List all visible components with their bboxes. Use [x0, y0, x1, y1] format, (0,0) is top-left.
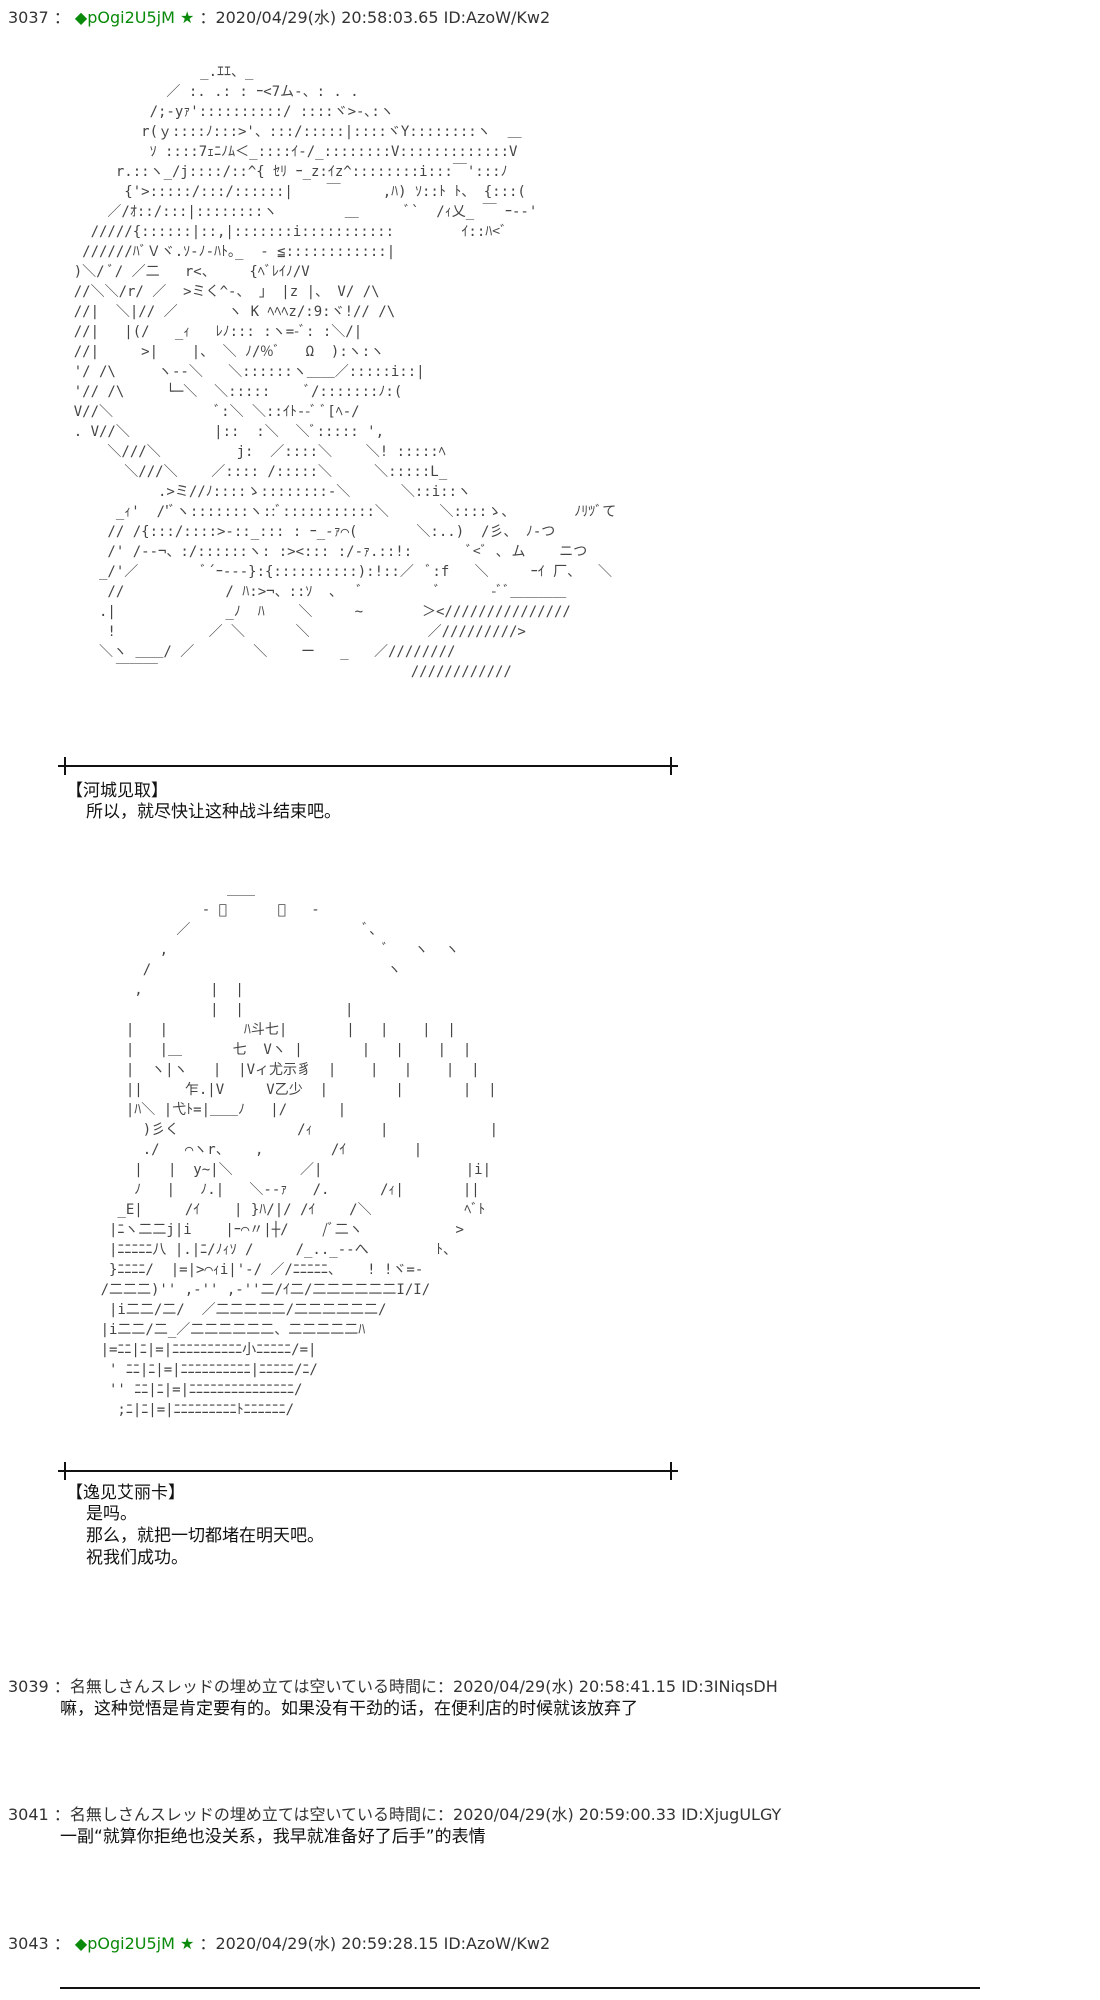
ascii-art-kawashiro: _.ｴｴ、_ ／ :. .: : ｰ<7ム-、: . . /;-yｧ':::::…: [73, 64, 617, 680]
scene-divider: [58, 757, 678, 775]
post-header-3043: 3043 ： ◆pOgi2U5jM ★ ：2020/04/29(水) 20:59…: [8, 1934, 550, 1954]
post-meta: ：名無しさんスレッドの埋め立ては空いている時間に：2020/04/29(水) 2…: [53, 1677, 778, 1696]
bottom-divider: [60, 1987, 980, 1989]
scene-divider: [58, 1462, 678, 1480]
speaker-name: 【河城见取】: [66, 781, 168, 801]
divider-cap-right: [670, 757, 672, 775]
post-number: 3039: [8, 1677, 49, 1696]
ascii-art-itsumi: ＿＿ - ﾞ ﾞ - ／ ﾞ、 , ﾞ ヽ ヽ / ヽ , | |: [100, 882, 499, 1418]
post-number: 3041: [8, 1805, 49, 1824]
dialogue-line: 是吗。: [86, 1504, 137, 1524]
post-number: 3037: [8, 8, 49, 27]
dialogue-line: 那么，就把一切都堵在明天吧。: [86, 1526, 324, 1546]
post-meta: ：2020/04/29(水) 20:58:03.65 ID:AzoW/Kw2: [199, 8, 551, 27]
post-header-3041: 3041 ：名無しさんスレッドの埋め立ては空いている時間に：2020/04/29…: [8, 1805, 781, 1825]
star-icon: ★: [180, 8, 195, 27]
star-icon: ★: [180, 1934, 195, 1953]
tripcode[interactable]: ◆pOgi2U5jM: [74, 1934, 175, 1953]
dialogue-line: 所以，就尽快让这种战斗结束吧。: [86, 802, 341, 822]
post-header-3039: 3039 ：名無しさんスレッドの埋め立ては空いている時間に：2020/04/29…: [8, 1677, 778, 1697]
separator: ：: [53, 8, 70, 27]
post-number: 3043: [8, 1934, 49, 1953]
divider-cap-right: [670, 1462, 672, 1480]
post-meta: ：2020/04/29(水) 20:59:28.15 ID:AzoW/Kw2: [199, 1934, 551, 1953]
post-body: 一副“就算你拒绝也没关系，我早就准备好了后手”的表情: [60, 1827, 486, 1847]
separator: ：: [53, 1934, 70, 1953]
speaker-name: 【逸见艾丽卡】: [66, 1483, 185, 1503]
post-meta: ：名無しさんスレッドの埋め立ては空いている時間に：2020/04/29(水) 2…: [53, 1805, 782, 1824]
post-body: 嘛，这种觉悟是肯定要有的。如果没有干劲的话，在便利店的时候就该放弃了: [60, 1699, 638, 1719]
divider-cap-left: [64, 757, 66, 775]
post-header-3037: 3037 ： ◆pOgi2U5jM ★ ：2020/04/29(水) 20:58…: [8, 8, 550, 28]
divider-cap-left: [64, 1462, 66, 1480]
dialogue-line: 祝我们成功。: [86, 1548, 188, 1568]
tripcode[interactable]: ◆pOgi2U5jM: [74, 8, 175, 27]
